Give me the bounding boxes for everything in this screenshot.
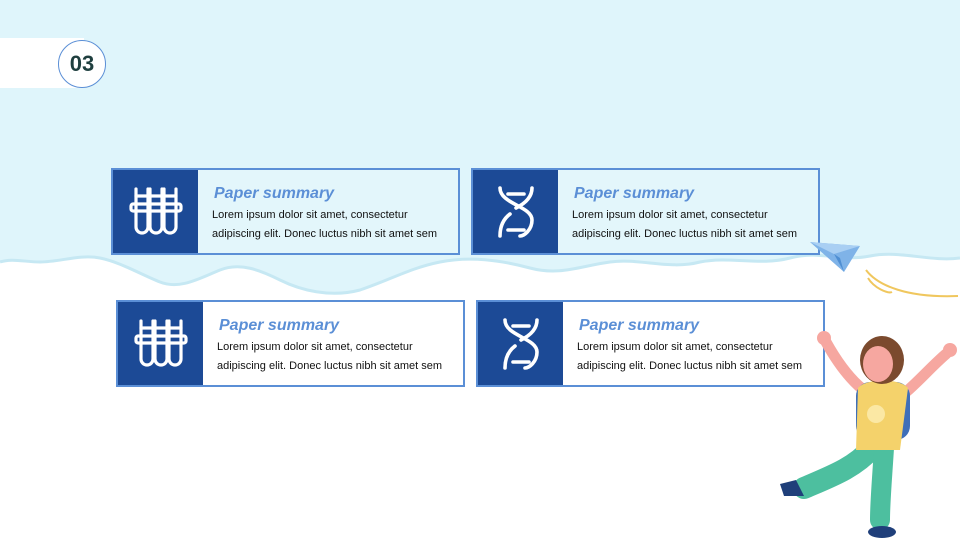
card-body-text: Lorem ipsum dolor sit amet, consectetur … (212, 209, 437, 240)
card-icon-box (473, 170, 558, 253)
slide-number-badge: 03 (58, 40, 106, 88)
summary-card: Paper summary Lorem ipsum dolor sit amet… (471, 168, 820, 255)
card-icon-box (113, 170, 198, 253)
test-tubes-icon (128, 186, 183, 235)
card-icon-box (478, 302, 563, 385)
card-body-text: Lorem ipsum dolor sit amet, consectetur … (577, 341, 802, 372)
summary-card: Paper summary Lorem ipsum dolor sit amet… (111, 168, 460, 255)
card-title: Paper summary (219, 317, 340, 334)
kid-illustration (780, 331, 957, 538)
card-icon-box (118, 302, 203, 385)
dna-icon (497, 185, 534, 238)
summary-card: Paper summary Lorem ipsum dolor sit amet… (476, 300, 825, 387)
paper-plane-illustration (810, 242, 959, 298)
dna-icon (502, 317, 539, 370)
summary-card: Paper summary Lorem ipsum dolor sit amet… (116, 300, 465, 387)
card-title: Paper summary (214, 185, 335, 202)
test-tubes-icon (133, 318, 188, 367)
card-title: Paper summary (579, 317, 700, 334)
card-body-text: Lorem ipsum dolor sit amet, consectetur … (572, 209, 797, 240)
card-title: Paper summary (574, 185, 695, 202)
card-body-text: Lorem ipsum dolor sit amet, consectetur … (217, 341, 442, 372)
